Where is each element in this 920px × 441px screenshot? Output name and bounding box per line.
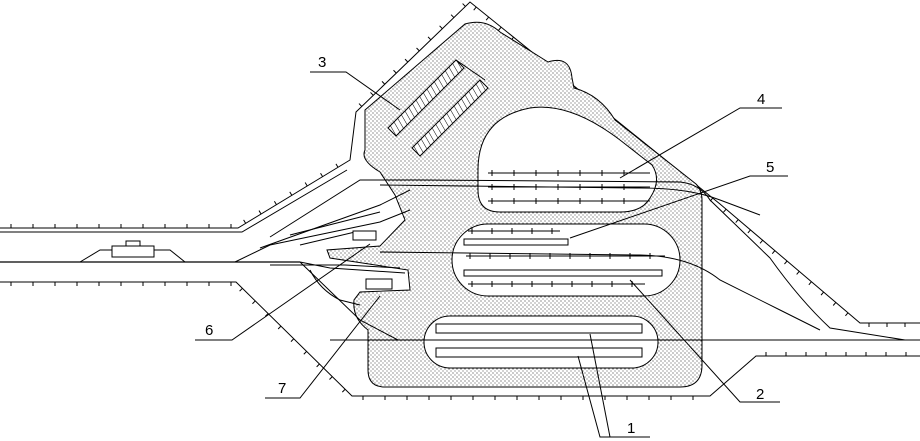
tick-mark	[358, 103, 363, 107]
tick-mark	[759, 239, 764, 244]
tick-mark	[796, 271, 800, 275]
building-7	[365, 278, 393, 290]
tick-mark	[303, 351, 307, 355]
label-7: 7	[278, 380, 286, 397]
tick-mark	[304, 182, 308, 187]
tick-mark	[258, 210, 262, 215]
stockpile-marks-5	[466, 228, 665, 287]
embankment-lower	[0, 281, 920, 397]
label-1: 1	[627, 420, 635, 437]
stockpile-strip-1a	[435, 323, 643, 334]
tick-mark	[498, 26, 502, 31]
tick-mark	[473, 6, 477, 11]
tick-mark	[277, 325, 282, 330]
tick-mark	[335, 163, 339, 168]
tick-mark	[485, 16, 490, 21]
tick-mark	[273, 200, 277, 205]
tick-mark	[341, 388, 346, 393]
tick-mark	[381, 80, 386, 85]
tick-mark	[416, 47, 420, 52]
label-5: 5	[766, 159, 774, 176]
tick-mark	[735, 219, 739, 223]
tick-mark	[845, 312, 849, 317]
tick-mark	[832, 302, 837, 306]
tick-mark	[784, 260, 788, 265]
rail-tracks	[0, 179, 920, 341]
tick-mark	[252, 300, 256, 305]
leader-lines	[195, 71, 788, 438]
tick-mark	[723, 208, 727, 213]
warehouse-3	[387, 59, 489, 157]
label-3: 3	[318, 54, 326, 71]
tick-mark	[320, 172, 324, 177]
tick-mark	[820, 291, 825, 296]
label-4: 4	[757, 91, 765, 108]
station-building	[79, 240, 186, 263]
tick-mark	[404, 58, 409, 63]
tick-mark	[316, 363, 320, 368]
tick-mark	[462, 3, 466, 7]
building-6	[352, 230, 377, 241]
tick-mark	[808, 281, 812, 286]
tick-mark	[370, 92, 374, 96]
zone-5-island	[451, 223, 681, 297]
tick-mark	[243, 219, 247, 224]
tick-mark	[393, 69, 397, 74]
tick-mark	[329, 376, 333, 380]
tick-mark	[290, 338, 295, 342]
tick-mark	[427, 36, 432, 41]
tick-mark	[771, 250, 776, 255]
tick-mark	[439, 25, 443, 30]
tick-mark	[747, 229, 751, 234]
label-6: 6	[205, 322, 213, 339]
tick-mark	[239, 287, 243, 292]
stockpile-rows-5	[463, 238, 663, 277]
label-2: 2	[756, 386, 764, 403]
stockpile-strip-1b	[435, 347, 643, 358]
tick-mark	[450, 14, 455, 18]
tick-mark	[289, 191, 293, 196]
zone-4-island	[477, 106, 657, 213]
embankment-upper	[0, 1, 920, 324]
stockpile-rows-4	[488, 170, 650, 204]
